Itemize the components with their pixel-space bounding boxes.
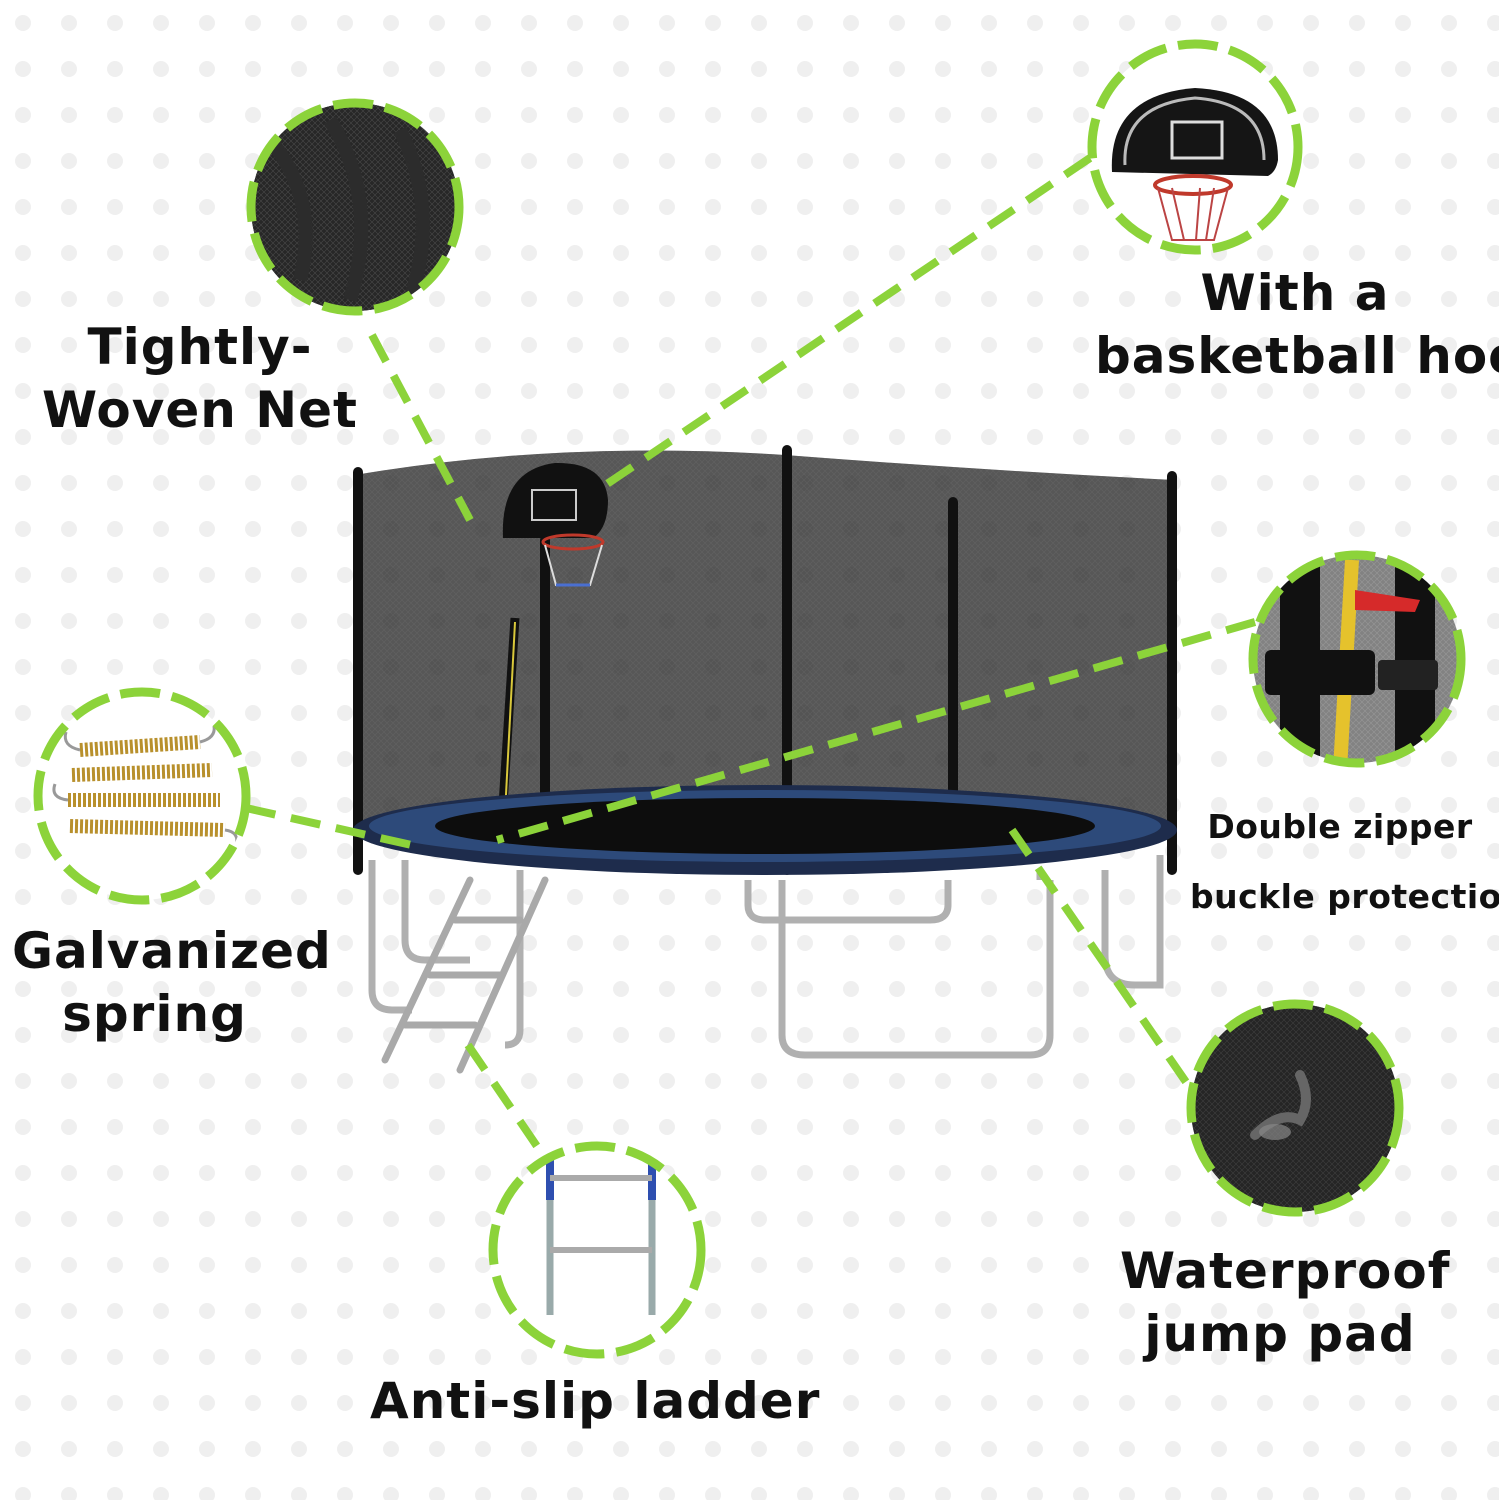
trampoline bbox=[353, 445, 1177, 1074]
label-pad: Waterproof jump pad bbox=[1120, 1240, 1451, 1365]
label-zipper: Double zipper buckle protection bbox=[1190, 792, 1499, 932]
feature-pad bbox=[1186, 999, 1404, 1217]
feature-spring bbox=[33, 687, 251, 905]
label-hoop-line1: With a bbox=[1200, 264, 1390, 322]
feature-net bbox=[246, 98, 464, 316]
jump-mat bbox=[435, 798, 1095, 854]
label-spring: Galvanized spring bbox=[12, 920, 332, 1045]
label-spring-line1: Galvanized bbox=[12, 922, 332, 980]
zipper-buckle-icon bbox=[1253, 555, 1461, 763]
trampoline-hoop bbox=[502, 462, 608, 587]
label-spring-line2: spring bbox=[62, 984, 247, 1043]
label-pad-line1: Waterproof bbox=[1120, 1242, 1451, 1300]
net-icon bbox=[251, 103, 459, 311]
label-hoop-line2: basketball hoop bbox=[1095, 326, 1499, 385]
label-pad-line2: jump pad bbox=[1144, 1304, 1416, 1363]
label-zipper-line2: buckle protection bbox=[1190, 877, 1499, 916]
label-zipper-line1: Double zipper bbox=[1207, 807, 1473, 846]
label-ladder-line1: Anti-slip ladder bbox=[370, 1372, 821, 1430]
label-net-line1: Tightly- bbox=[87, 318, 313, 376]
feature-hoop bbox=[1087, 39, 1303, 255]
trampoline-legs bbox=[368, 855, 1164, 1059]
jump-pad-icon bbox=[1191, 1004, 1399, 1212]
label-ladder: Anti-slip ladder bbox=[370, 1370, 821, 1433]
connector-lines bbox=[245, 154, 1257, 1183]
trampoline-ladder bbox=[381, 876, 549, 1074]
feature-ladder bbox=[488, 1141, 706, 1359]
feature-zipper bbox=[1248, 550, 1466, 768]
basketball-hoop-icon bbox=[1111, 88, 1278, 241]
label-net: Tightly- Woven Net bbox=[40, 316, 360, 441]
label-net-line2: Woven Net bbox=[42, 380, 358, 439]
label-hoop: With a basketball hoop bbox=[1095, 262, 1499, 387]
